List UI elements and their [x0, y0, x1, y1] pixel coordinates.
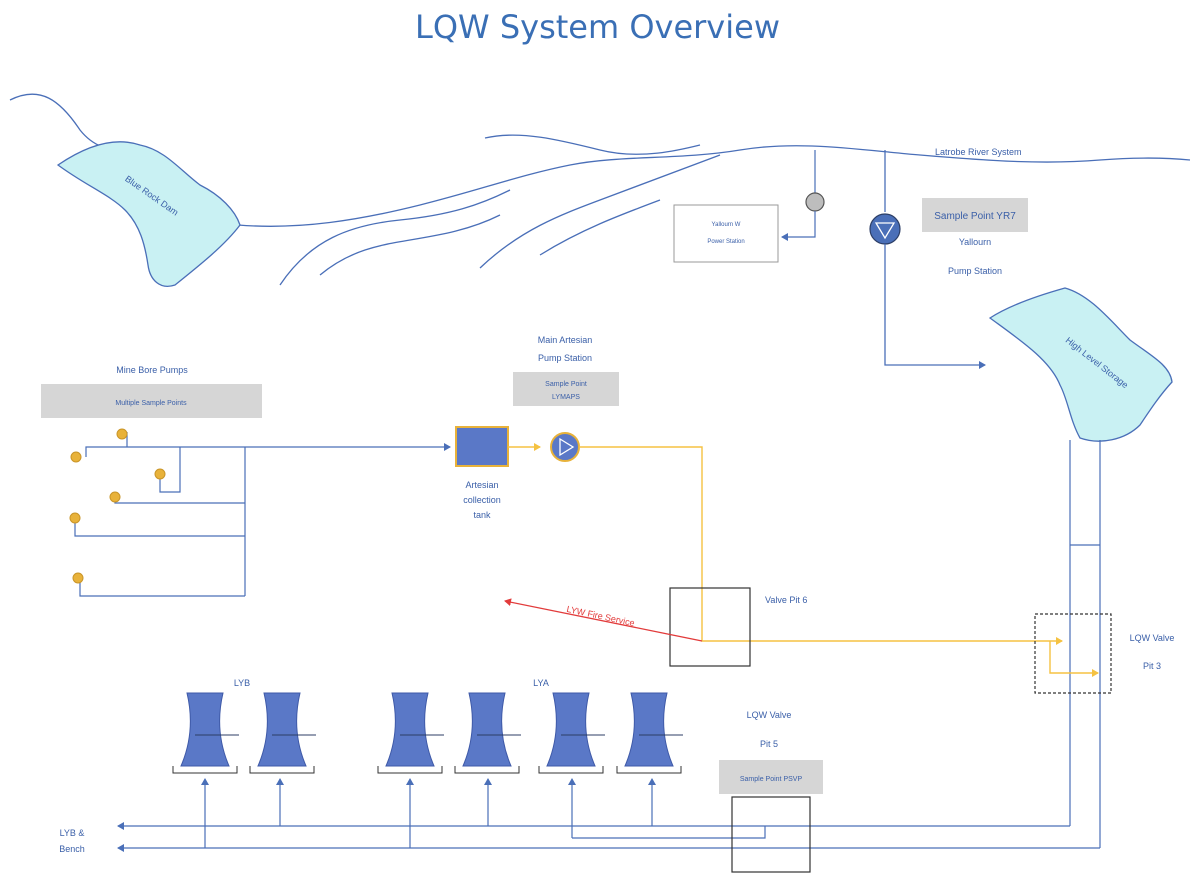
artesian-collection-tank	[455, 426, 509, 467]
sample-point-yallourn-label: Sample Point YR7	[934, 211, 1016, 222]
river-main	[237, 145, 1191, 227]
diagram-title: LQW System Overview	[415, 8, 780, 46]
river-tributary-e	[539, 199, 661, 256]
power-station-label-line2: Power Station	[707, 239, 744, 245]
yallourn-label-line1: Yallourn	[959, 237, 991, 247]
mine-bore-pumps-label: Mine Bore Pumps	[116, 365, 188, 375]
power-station-feed-line	[781, 211, 816, 241]
bore-pump-icon	[109, 491, 121, 503]
blue-rock-dam-shape	[56, 141, 241, 287]
cooling-tower-basin	[538, 766, 604, 774]
cooling-towers	[172, 692, 683, 774]
lyb-bench-label-line1: LYB &	[60, 828, 85, 838]
bore-pumps	[69, 428, 166, 584]
bore-pump-icon	[70, 451, 82, 463]
cooling-tower-icon	[385, 692, 435, 767]
pit-3-internal-yellow	[1049, 641, 1099, 677]
main-artesian-label-line1: Main Artesian	[538, 335, 593, 345]
artesian-pump-icon	[550, 432, 580, 462]
sample-point-artesian-box	[513, 372, 619, 406]
bore-pump-icon	[72, 572, 84, 584]
yallourn-label-line2: Pump Station	[948, 266, 1002, 276]
artesian-pipeline	[579, 446, 1063, 645]
power-station-pump-icon	[805, 192, 825, 212]
yallourn-to-storage-line	[884, 244, 986, 369]
yallourn-pump-icon	[869, 213, 901, 245]
power-station-label-line1: Yallourn W	[712, 222, 741, 228]
river-tributary-c	[319, 214, 501, 276]
cooling-tower-icon	[462, 692, 512, 767]
lqw-valve-pit3-label-line1: LQW Valve	[1130, 633, 1175, 643]
bottom-distribution	[117, 778, 1100, 852]
valve-pit-6-label: Valve Pit 6	[765, 595, 807, 605]
lqw-valve-pit5-label-line1: LQW Valve	[747, 710, 792, 720]
lqw-valve-pit3-label-line2: Pit 3	[1143, 661, 1161, 671]
high-level-storage-shape	[988, 287, 1173, 442]
yallourn-pump-arrow-icon	[874, 222, 896, 240]
power-station-box	[673, 204, 779, 263]
river-tributary-d	[479, 154, 721, 269]
sample-point-pit5-box	[719, 760, 823, 794]
bore-pump-icon	[69, 512, 81, 524]
river-tributary-b	[279, 189, 511, 286]
valve-pit-3-box	[1034, 613, 1112, 694]
valve-pit-5-box	[731, 796, 811, 873]
river-tributary-a	[484, 134, 701, 155]
fire-service-line	[504, 598, 703, 642]
bore-pump-network	[74, 432, 451, 597]
multiple-sample-points-label: Multiple Sample Points	[115, 400, 187, 407]
cooling-tower-icon	[546, 692, 596, 767]
artesian-pump-arrow-icon	[559, 437, 575, 457]
bore-pump-icon	[116, 428, 128, 440]
main-artesian-label-line2: Pump Station	[538, 353, 592, 363]
river-lines	[9, 93, 1191, 286]
multiple-sample-points-box	[41, 384, 262, 418]
sample-point-artesian-label-line2: LYMAPS	[552, 394, 580, 401]
cooling-tower-basin	[249, 766, 315, 774]
river-system-label: Latrobe River System	[935, 147, 1022, 157]
valve-pit-6-box	[669, 587, 751, 667]
sample-point-pit5-label: Sample Point PSVP	[740, 776, 803, 783]
artesian-tank-label-line1: Artesian	[465, 480, 498, 490]
cooling-tower-icon	[180, 692, 230, 767]
lyb-label: LYB	[234, 678, 250, 688]
lqw-valve-pit5-label-line2: Pit 5	[760, 739, 778, 749]
sample-point-artesian-label-line1: Sample Point	[545, 381, 587, 388]
cooling-tower-basin	[172, 766, 238, 774]
cooling-tower-icon	[624, 692, 674, 767]
artesian-tank-label-line2: collection	[463, 495, 501, 505]
cooling-tower-basin	[377, 766, 443, 774]
sample-point-yallourn-box	[922, 198, 1028, 232]
cooling-tower-icon	[257, 692, 307, 767]
lya-label: LYA	[533, 678, 549, 688]
lyb-bench-label-line2: Bench	[59, 844, 85, 854]
cooling-tower-basin	[454, 766, 520, 774]
cooling-tower-basin	[616, 766, 682, 774]
artesian-tank-label-line3: tank	[473, 510, 491, 520]
bore-pump-icon	[154, 468, 166, 480]
